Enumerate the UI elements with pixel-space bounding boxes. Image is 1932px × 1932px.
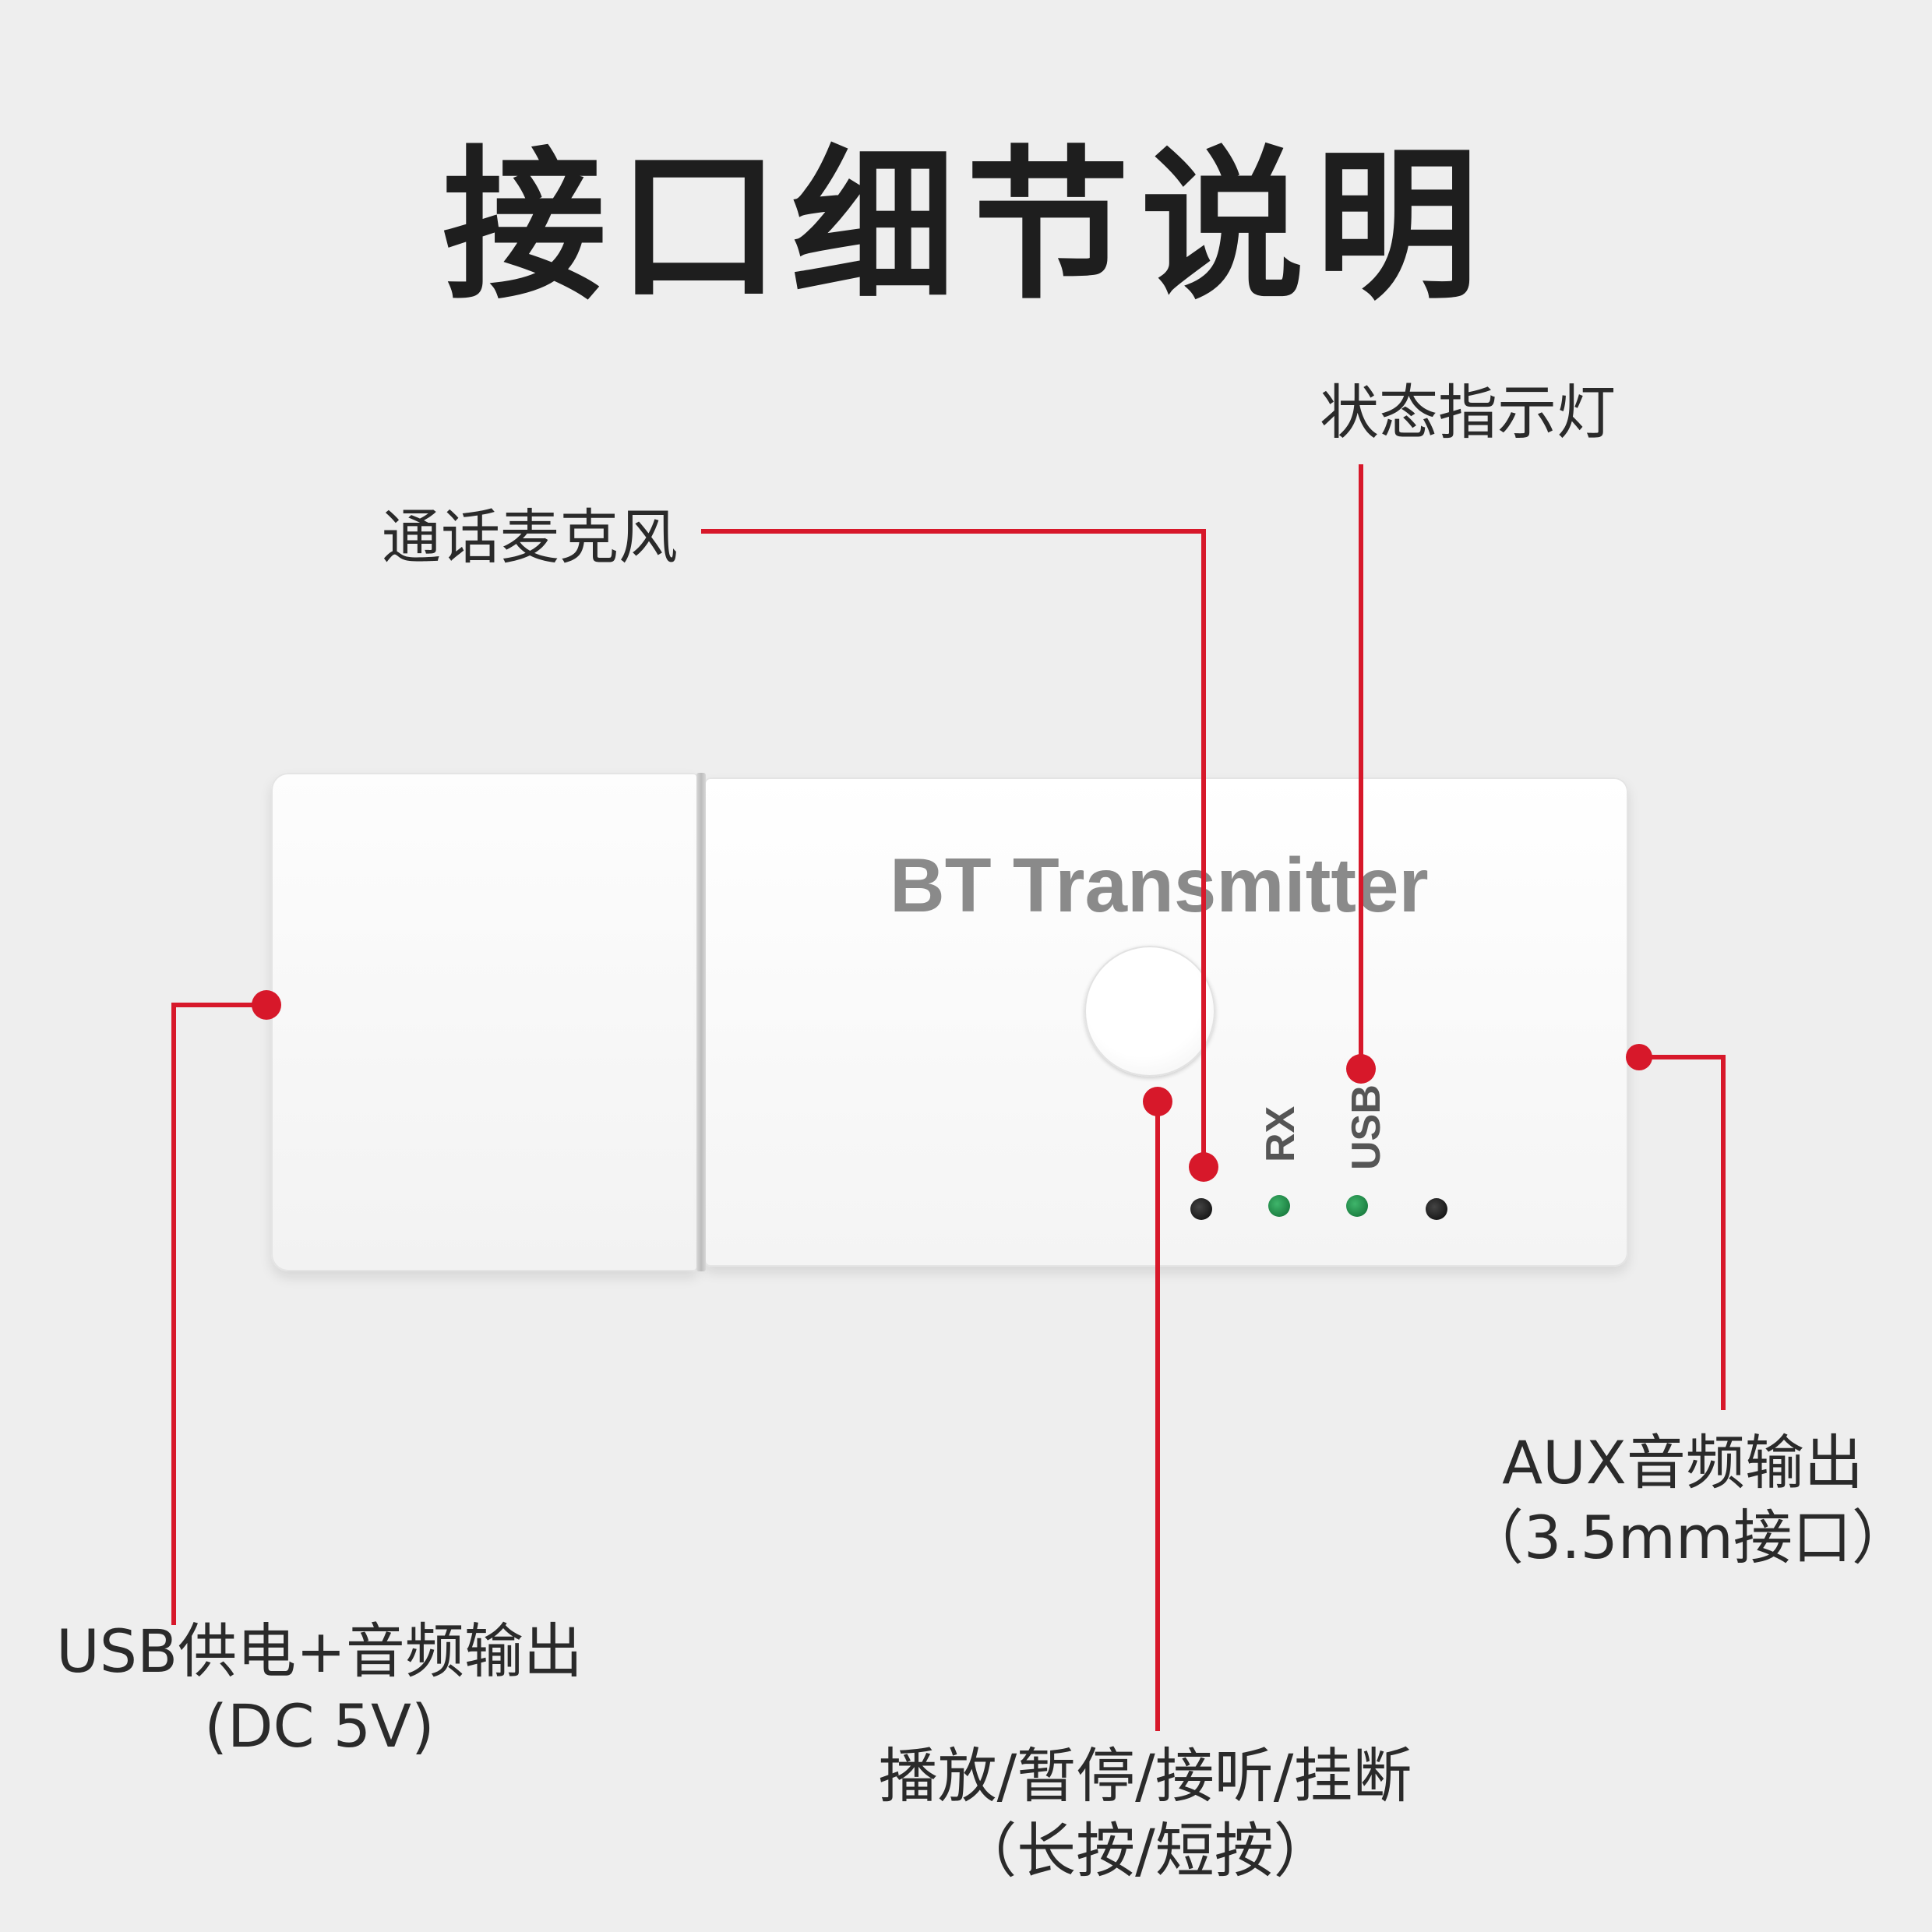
brand-label: BT Transmitter [890, 842, 1429, 928]
rx-led-icon [1268, 1195, 1290, 1217]
cap-seam [696, 773, 706, 1271]
microphone-line [701, 529, 1206, 1167]
usb-power-line [171, 1003, 266, 1625]
aux-out-label-line1: AUX音频输出 [1502, 1428, 1863, 1497]
aux-out-dot [1626, 1044, 1652, 1070]
aux-out-line [1639, 1055, 1726, 1410]
play-pause-button [1084, 946, 1215, 1077]
usb-power-label: USB供电+音频输出 (DC 5V) [31, 1614, 608, 1764]
play-button-dot [1143, 1087, 1172, 1116]
aux-jack-hole-icon [1426, 1198, 1447, 1220]
play-button-label-line1: 播放/暂停/接听/挂断 [878, 1741, 1412, 1810]
status-led-dot [1346, 1054, 1376, 1084]
bt-transmitter-device: BT Transmitter RX USB [271, 773, 1628, 1271]
status-led-label: 状态指示灯 [1320, 378, 1616, 447]
usb-power-label-line2: (DC 5V) [204, 1691, 435, 1761]
play-button-label-line2: （长按/短按） [957, 1816, 1333, 1885]
play-button-label: 播放/暂停/接听/挂断 （长按/短按） [834, 1739, 1457, 1888]
usb-led-icon [1346, 1195, 1368, 1217]
microphone-hole-icon [1190, 1198, 1212, 1220]
aux-out-label-line2: （3.5mm接口） [1465, 1503, 1911, 1572]
usb-power-label-line1: USB供电+音频输出 [56, 1616, 583, 1686]
microphone-label: 通话麦克风 [382, 502, 678, 572]
usb-power-dot [252, 990, 281, 1020]
page-title: 接口细节说明 [442, 131, 1490, 322]
aux-out-label: AUX音频输出 （3.5mm接口） [1465, 1426, 1911, 1575]
usb-cap [271, 773, 698, 1271]
microphone-dot [1189, 1152, 1218, 1182]
